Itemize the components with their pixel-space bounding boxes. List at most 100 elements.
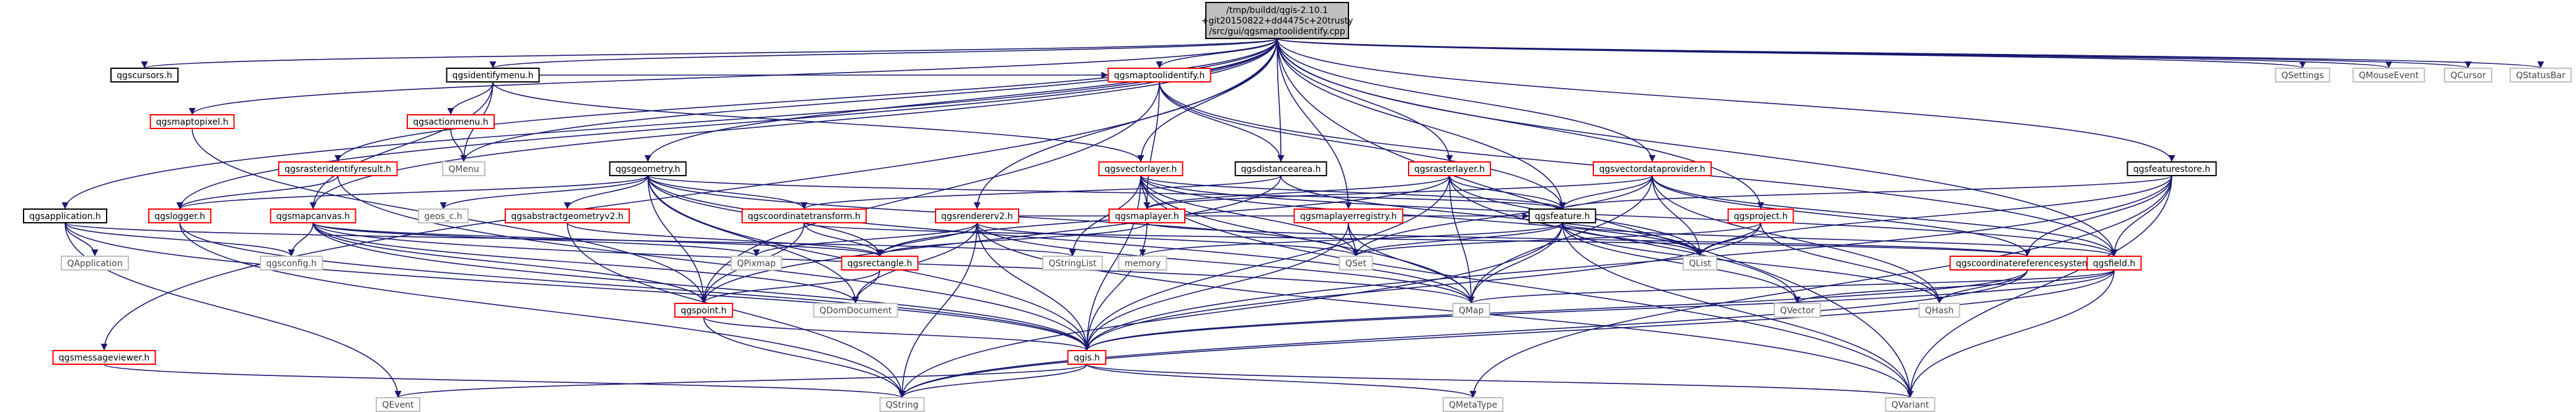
- node-label: qgslogger.h: [154, 212, 205, 222]
- edge-qgsfeaturestore-to-qlist: [1696, 175, 2172, 257]
- node-qdomdocument[interactable]: QDomDocument: [813, 303, 898, 318]
- edge-qgsrendererv2-to-qgsrectangle: [876, 222, 978, 257]
- edge-qgis-to-qmetatype: [1086, 364, 1477, 398]
- edge-qgsfeaturestore-to-qgscoordinatereferencesystem: [2024, 175, 2172, 257]
- edge-qgsfeaturestore-to-qgis: [1083, 175, 2172, 351]
- node-qstringlist[interactable]: QStringList: [1042, 256, 1103, 271]
- node-qgslogger[interactable]: qgslogger.h: [148, 208, 211, 223]
- node-qvector[interactable]: QVector: [1774, 303, 1821, 318]
- node-qgsmapcanvas[interactable]: qgsmapcanvas.h: [270, 208, 356, 223]
- node-label: QVector: [1780, 306, 1815, 316]
- edge-qgsrectangle-to-qgspoint: [700, 269, 880, 304]
- node-qmenu[interactable]: QMenu: [442, 161, 485, 176]
- edge-root-to-qgsfeaturestore: [1277, 38, 2175, 163]
- node-qgscursors[interactable]: qgscursors.h: [110, 68, 179, 83]
- node-label: qgsgeometry.h: [616, 164, 680, 174]
- node-qgsvectorlayer[interactable]: qgsvectorlayer.h: [1098, 161, 1184, 176]
- edge-qgsfeature-to-qvariant: [1562, 222, 1914, 398]
- node-label: QPixmap: [737, 259, 776, 269]
- edge-qgsrendererv2-to-qstring: [898, 222, 978, 398]
- node-qmetatype[interactable]: QMetaType: [1443, 397, 1503, 412]
- edge-qgsfield-to-qgis: [1083, 269, 2115, 351]
- edge-qgsfield-to-qstring: [898, 269, 2115, 398]
- node-qgsfeaturestore[interactable]: qgsfeaturestore.h: [2127, 161, 2217, 176]
- node-label: qgscoordinatetransform.h: [748, 212, 861, 222]
- edge-qgsfeaturestore-to-qgsfeature: [1559, 175, 2172, 210]
- node-qgsmaplayerregistry[interactable]: qgsmaplayerregistry.h: [1293, 208, 1404, 223]
- node-qmouseevent[interactable]: QMouseEvent: [2352, 68, 2425, 83]
- node-label: qgsdistancearea.h: [1241, 164, 1321, 174]
- edge-qgsfeature-to-qgsfield: [1562, 222, 2118, 257]
- node-qgsmaplayer[interactable]: qgsmaplayer.h: [1109, 208, 1185, 223]
- edge-qgsgeometry-to-qgscoordinatetransform: [647, 175, 808, 210]
- node-qgsvectordataprovider[interactable]: qgsvectordataprovider.h: [1593, 161, 1712, 176]
- node-qgspoint[interactable]: qgspoint.h: [674, 303, 733, 318]
- node-qset[interactable]: QSet: [1339, 256, 1373, 271]
- node-geos-c[interactable]: geos_c.h: [418, 208, 469, 223]
- node-memory[interactable]: memory: [1118, 256, 1167, 271]
- node-qgsdistancearea[interactable]: qgsdistancearea.h: [1234, 161, 1327, 176]
- node-qgsidentifymenu[interactable]: qgsidentifymenu.h: [446, 68, 540, 83]
- node-label: qgscoordinatereferencesystem.h: [1956, 259, 2099, 269]
- node-label: qgsfeature.h: [1535, 212, 1590, 222]
- edge-qgsrendererv2-to-qvariant: [976, 222, 1914, 398]
- edge-qgsrectangle-to-qdomdocument: [852, 269, 880, 304]
- node-label: qgsfeaturestore.h: [2133, 164, 2210, 174]
- node-qhash[interactable]: QHash: [1918, 303, 1960, 318]
- node-qgsrasterlayer[interactable]: qgsrasterlayer.h: [1408, 161, 1491, 176]
- node-qgis[interactable]: qgis.h: [1067, 350, 1107, 365]
- node-qevent[interactable]: QEvent: [376, 397, 420, 412]
- node-qgsconfig[interactable]: qgsconfig.h: [260, 256, 323, 271]
- node-label: qgsconfig.h: [266, 259, 316, 269]
- edge-qgsproject-to-qhash: [1760, 222, 1943, 304]
- node-qgsrectangle[interactable]: qgsrectangle.h: [841, 256, 919, 271]
- node-label: QSet: [1345, 259, 1367, 269]
- node-qsettings[interactable]: QSettings: [2275, 68, 2330, 83]
- node-label: qgsvectordataprovider.h: [1599, 164, 1705, 174]
- root-node[interactable]: /tmp/buildd/qgis-2.10.1 +git20150822+dd4…: [1202, 2, 1353, 39]
- edge-qgsfeaturestore-to-qgsfield: [2110, 175, 2172, 257]
- node-label: QStringList: [1048, 259, 1097, 269]
- node-label: QEvent: [382, 400, 414, 410]
- node-qstring[interactable]: QString: [879, 397, 925, 412]
- node-qgscoordinatereferencesystem[interactable]: qgscoordinatereferencesystem.h: [1949, 256, 2105, 271]
- edges-layer: [61, 38, 2544, 398]
- edge-root-to-qgsfeature: [1277, 38, 1566, 210]
- edge-qgscoordinatereferencesystem-to-qstring: [898, 269, 2028, 398]
- edge-qgsmaplayer-to-qgis: [1083, 222, 1148, 351]
- node-label: geos_c.h: [424, 212, 462, 222]
- node-label: qgsvectorlayer.h: [1105, 164, 1177, 174]
- node-qapplication[interactable]: QApplication: [61, 256, 129, 271]
- node-label: QStatusBar: [2516, 71, 2565, 81]
- edge-qgsidentifymenu-to-qgsmapcanvas: [309, 81, 494, 210]
- node-qgsfeature[interactable]: qgsfeature.h: [1528, 208, 1596, 223]
- node-qgsmaptopixel[interactable]: qgsmaptopixel.h: [149, 114, 235, 129]
- node-qgsrasteridentifyresult[interactable]: qgsrasteridentifyresult.h: [278, 161, 398, 176]
- node-qmap[interactable]: QMap: [1452, 303, 1490, 318]
- node-label: qgsmaplayer.h: [1115, 212, 1179, 222]
- node-qgsactionmenu[interactable]: qgsactionmenu.h: [407, 114, 495, 129]
- node-qgscoordinatetransform[interactable]: qgscoordinatetransform.h: [741, 208, 867, 223]
- node-qpixmap[interactable]: QPixmap: [730, 256, 782, 271]
- edge-qgis-to-qvariant: [1086, 364, 1914, 398]
- node-label: qgsrendererv2.h: [941, 212, 1013, 222]
- edge-qgsmapcanvas-to-qgsrectangle: [312, 222, 883, 257]
- node-qgsmessageviewer[interactable]: qgsmessageviewer.h: [52, 350, 156, 365]
- node-qcursor[interactable]: QCursor: [2444, 68, 2492, 83]
- node-label: qgsmessageviewer.h: [59, 353, 150, 363]
- edge-qgsdistancearea-to-qgspoint: [700, 175, 1281, 304]
- node-qgsfield[interactable]: qgsfield.h: [2086, 256, 2142, 271]
- node-label: QMenu: [448, 164, 479, 174]
- node-qstatusbar[interactable]: QStatusBar: [2510, 68, 2572, 83]
- edge-qgsmessageviewer-to-qstring: [104, 364, 906, 398]
- node-qgsproject[interactable]: qgsproject.h: [1727, 208, 1794, 223]
- edge-qgsrasterlayer-to-qgsfeature: [1449, 175, 1566, 210]
- node-qgsmaptoolidentify[interactable]: qgsmaptoolidentify.h: [1107, 68, 1211, 83]
- node-qgsapplication[interactable]: qgsapplication.h: [23, 208, 107, 223]
- node-qgsgeometry[interactable]: qgsgeometry.h: [609, 161, 687, 176]
- node-qlist[interactable]: QList: [1683, 256, 1717, 271]
- node-qgsrendererv2[interactable]: qgsrendererv2.h: [935, 208, 1019, 223]
- node-label: QMap: [1459, 306, 1484, 316]
- node-qgsabstractgeometryv2[interactable]: qgsabstractgeometryv2.h: [505, 208, 630, 223]
- node-qvariant[interactable]: QVariant: [1885, 397, 1936, 412]
